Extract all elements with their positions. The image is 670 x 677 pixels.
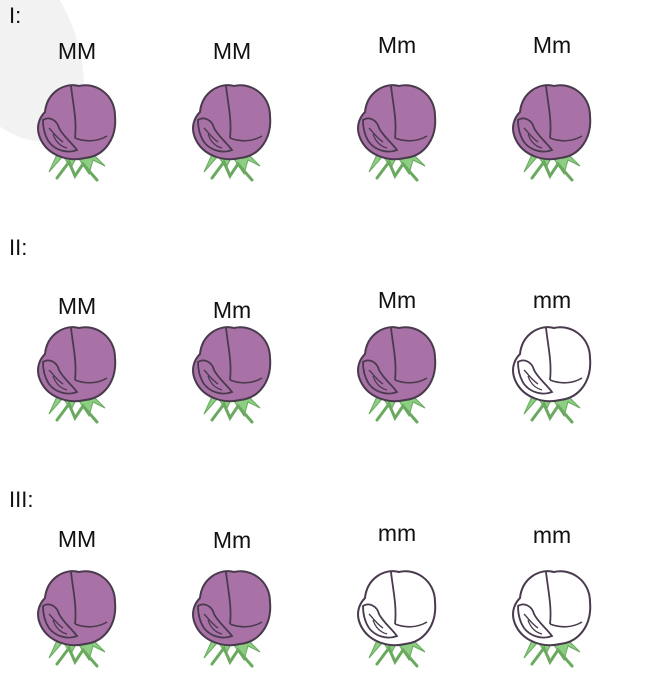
purple-flower-icon [19,318,129,428]
purple-flower-icon [174,562,284,672]
row-label: II: [9,236,27,260]
genotype-label: MM [27,526,127,552]
row-label: I: [9,4,21,28]
genotype-label: Mm [347,32,447,58]
genotype-label: MM [182,38,282,64]
purple-flower-icon [19,76,129,186]
genotype-label: mm [347,520,447,546]
purple-flower-icon [339,318,449,428]
white-flower-icon [339,562,449,672]
genotype-label: MM [27,293,127,319]
purple-flower-icon [19,562,129,672]
genotype-label: MM [27,38,127,64]
purple-flower-icon [339,76,449,186]
purple-flower-icon [494,76,604,186]
white-flower-icon [494,318,604,428]
genotype-label: mm [502,522,602,548]
genotype-label: mm [502,287,602,313]
row-label: III: [9,488,33,512]
genotype-label: Mm [182,527,282,553]
white-flower-icon [494,562,604,672]
genotype-label: Mm [347,287,447,313]
purple-flower-icon [174,76,284,186]
purple-flower-icon [174,318,284,428]
genotype-label: Mm [502,32,602,58]
